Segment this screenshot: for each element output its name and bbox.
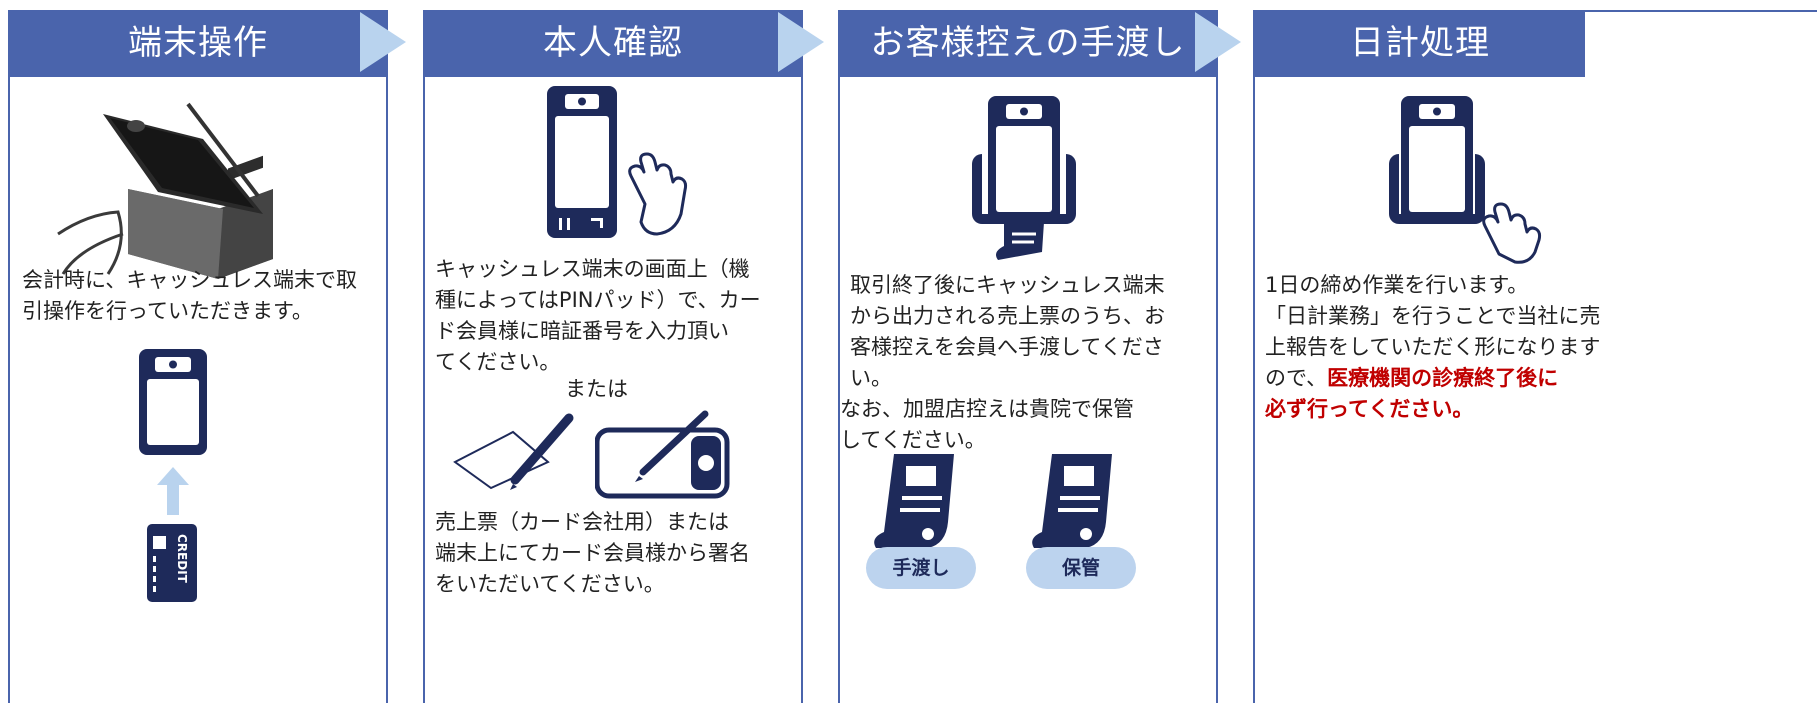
step-1-title: 端末操作 bbox=[10, 12, 386, 77]
step-4-line-2: 「日計業務」を行うことで当社に売 bbox=[1265, 304, 1601, 328]
card-label: CREDIT bbox=[175, 534, 189, 583]
step-1-line-2: 引操作を行っていただきます。 bbox=[22, 299, 313, 323]
terminal-printing-receipt-icon bbox=[972, 96, 1076, 260]
step-4-line-4: ので、医療機関の診療終了後に bbox=[1265, 363, 1817, 394]
step-2-line-4: てください。 bbox=[435, 350, 561, 374]
payment-terminal-dock-image bbox=[57, 102, 273, 279]
step-1-description: 会計時に、キャッシュレス端末で取 引操作を行っていただきます。 bbox=[22, 265, 382, 327]
handover-badge: 手渡し bbox=[866, 547, 976, 589]
step-3-keep-note: なお、加盟店控えは貴院で保管 してください。 bbox=[840, 394, 1210, 456]
step-4-line-1: 1日の締め作業を行います。 bbox=[1265, 273, 1529, 297]
paper-signature-icon bbox=[453, 413, 574, 490]
step-2-or-label: または bbox=[565, 377, 628, 401]
step-3-line-3: 客様控えを会員へ手渡してくださ bbox=[850, 335, 1164, 359]
terminal-with-pin-icon bbox=[547, 86, 688, 238]
receipt-handover-icon bbox=[874, 454, 954, 548]
credit-card-icon: CREDIT bbox=[147, 524, 197, 602]
step-2-sig-line-3: をいただいてください。 bbox=[435, 572, 665, 596]
tablet-signature-icon bbox=[595, 410, 730, 499]
step-3-description: 取引終了後にキャッシュレス端末 から出力される売上票のうち、お 客様控えを会員へ… bbox=[850, 270, 1210, 394]
step-2-signature-description: 売上票（カード会社用）または 端末上にてカード会員様から署名 をいただいてくださ… bbox=[435, 507, 795, 600]
card-stripe bbox=[153, 556, 156, 592]
step-3-line-2: から出力される売上票のうち、お bbox=[850, 304, 1165, 328]
step-1-panel: 端末操作 会計時に、キャッシュレス端末で取 引操作を行っていただきます。 CRE… bbox=[8, 10, 388, 703]
step-3-note-line-2: してください。 bbox=[840, 428, 986, 452]
step-2-line-3: ド会員様に暗証番号を入力頂い bbox=[435, 319, 729, 343]
step-2-line-2: 種によってはPINパッド）で、カー bbox=[435, 288, 761, 312]
step-4-description: 1日の締め作業を行います。 「日計業務」を行うことで当社に売 上報告をしていただ… bbox=[1265, 270, 1817, 425]
step-3-note-line-1: なお、加盟店控えは貴院で保管 bbox=[840, 397, 1134, 421]
step-2-title: 本人確認 bbox=[425, 12, 801, 77]
step-4-emphasis-1: 医療機関の診療終了後に bbox=[1327, 366, 1559, 390]
terminal-closing-icon bbox=[1389, 96, 1542, 264]
step-2-sig-line-2: 端末上にてカード会員様から署名 bbox=[435, 541, 750, 565]
step-4-emphasis-2: 必ず行ってください。 bbox=[1265, 397, 1474, 421]
step-2-line-1: キャッシュレス端末の画面上（機 bbox=[435, 257, 750, 281]
flow-arrow-2 bbox=[778, 12, 824, 72]
step-3-line-4: い。 bbox=[850, 366, 892, 390]
card-chip bbox=[153, 536, 166, 549]
step-4-title: 日計処理 bbox=[1255, 12, 1585, 77]
step-4-line-4-prefix: ので、 bbox=[1265, 366, 1328, 390]
receipt-keep-icon bbox=[1032, 454, 1112, 548]
flow-arrow-1 bbox=[360, 12, 406, 72]
up-arrow-icon bbox=[157, 467, 189, 515]
step-3-panel: お客様控えの手渡し 取引終了後にキャッシュレス端末 から出力される売上票のうち、… bbox=[838, 10, 1218, 703]
step-3-line-1: 取引終了後にキャッシュレス端末 bbox=[850, 273, 1165, 297]
step-4-panel: 日計処理 1日の締め作業を行います。 「日計業務」を行うことで当社に売 上報告を… bbox=[1253, 10, 1817, 703]
step-2-panel: 本人確認 キャッシュレス端末の画面上（機 種によってはPINパッド）で、カー ド… bbox=[423, 10, 803, 703]
step-4-line-3: 上報告をしていただく形になります bbox=[1265, 335, 1601, 359]
cashless-terminal-icon bbox=[139, 349, 207, 455]
flow-arrow-3 bbox=[1195, 12, 1241, 72]
step-2-description: キャッシュレス端末の画面上（機 種によってはPINパッド）で、カー ド会員様に暗… bbox=[435, 254, 795, 378]
step-1-line-1: 会計時に、キャッシュレス端末で取 bbox=[22, 268, 357, 292]
step-2-sig-line-1: 売上票（カード会社用）または bbox=[435, 510, 729, 534]
keep-badge: 保管 bbox=[1026, 547, 1136, 589]
step-3-title: お客様控えの手渡し bbox=[840, 12, 1216, 77]
